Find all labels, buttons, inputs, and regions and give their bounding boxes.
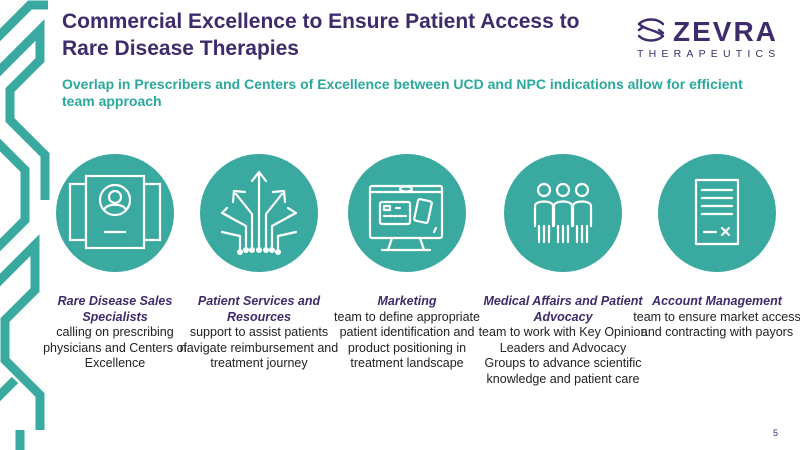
left-decorative-pattern [0, 0, 60, 450]
pillar-circle [56, 154, 174, 272]
pillar-medical-affairs: Medical Affairs and Patient Advocacy tea… [479, 154, 647, 386]
pillar-sales-specialists: Rare Disease Sales Specialists calling o… [43, 154, 187, 370]
company-logo: ZEVRA THERAPEUTICS [633, 14, 783, 60]
pillar-description: Rare Disease Sales Specialists calling o… [30, 294, 200, 372]
page-number: 5 [772, 428, 778, 438]
logo-mark-icon [637, 18, 665, 42]
pillar-circle [658, 154, 776, 272]
pillar-description: Patient Services and Resources support t… [174, 294, 344, 372]
monitor-marketing-icon [368, 184, 444, 252]
contract-document-icon [694, 178, 740, 246]
pillar-role: Patient Services and Resources [197, 294, 321, 324]
pillar-role: Rare Disease Sales Specialists [57, 294, 173, 324]
pillar-role: Marketing [377, 294, 437, 308]
pillar-text: support to assist patients navigate reim… [179, 325, 339, 370]
pillar-description: Marketing team to define appropriate pat… [322, 294, 492, 372]
pillar-account-management: Account Management team to ensure market… [633, 154, 800, 339]
pillar-circle [504, 154, 622, 272]
slide-title: Commercial Excellence to Ensure Patient … [62, 10, 580, 60]
pillar-text: team to work with Key Opinion Leaders an… [478, 325, 648, 386]
pillar-text: team to ensure market access and contrac… [633, 309, 800, 340]
logo-wordmark: ZEVRA [673, 16, 778, 47]
pillar-text: calling on prescribing physicians and Ce… [43, 325, 187, 370]
pillar-circle [200, 154, 318, 272]
slide-subtitle: Overlap in Prescribers and Centers of Ex… [62, 76, 743, 109]
pillar-description: Account Management team to ensure market… [632, 294, 800, 341]
pillar-marketing: Marketing team to define appropriate pat… [334, 154, 480, 370]
pillar-description: Medical Affairs and Patient Advocacy tea… [478, 294, 648, 387]
pillar-role: Medical Affairs and Patient Advocacy [483, 294, 643, 324]
pillar-text: team to define appropriate patient ident… [334, 309, 480, 371]
pillar-role: Account Management [652, 294, 782, 308]
advocacy-group-icon [533, 182, 593, 244]
sales-rep-profile-icon [68, 174, 162, 250]
branching-arrows-icon [220, 170, 298, 255]
pillar-patient-services: Patient Services and Resources support t… [180, 154, 338, 370]
logo-tagline: THERAPEUTICS [637, 48, 781, 60]
pillar-circle [348, 154, 466, 272]
